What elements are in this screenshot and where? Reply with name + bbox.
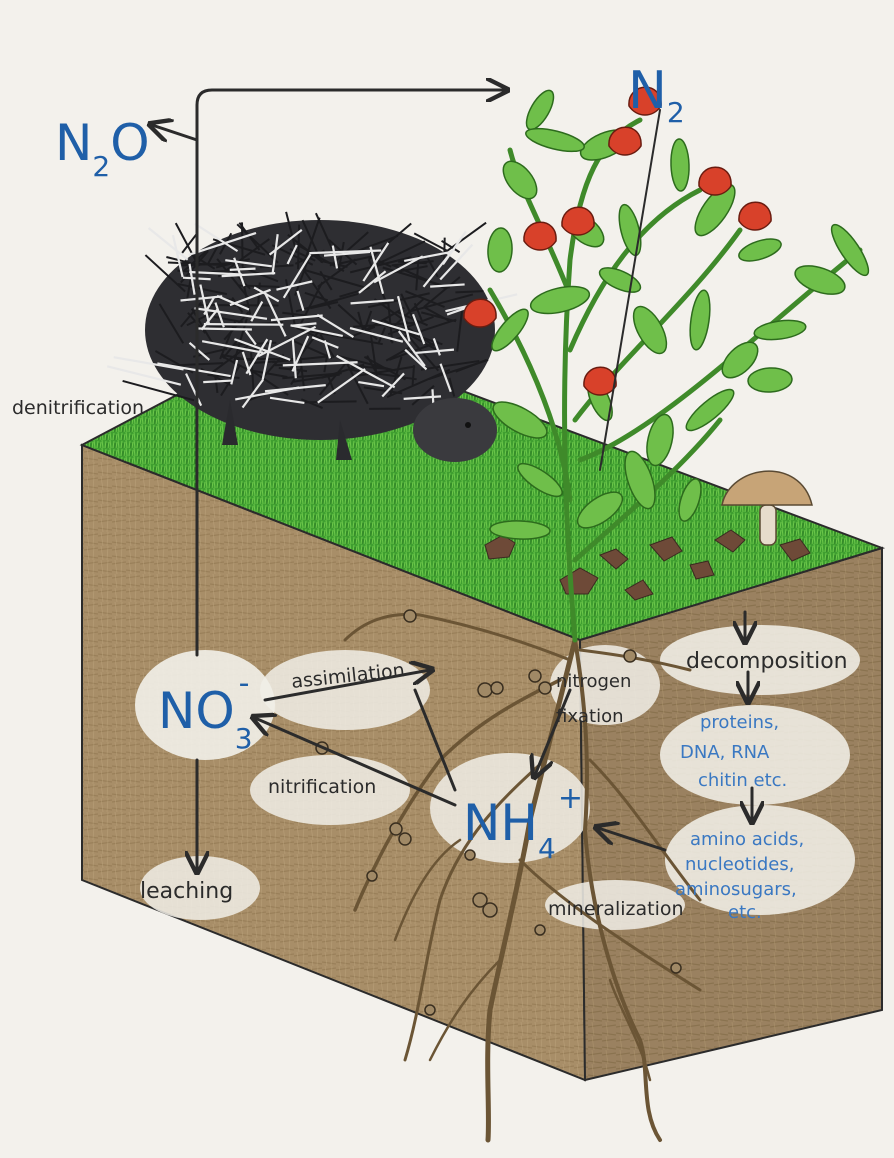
leaf bbox=[736, 235, 783, 266]
leaf bbox=[487, 227, 513, 272]
leaf bbox=[747, 367, 792, 393]
flower bbox=[524, 222, 556, 250]
quill bbox=[203, 381, 232, 383]
no3-base: NO bbox=[158, 682, 235, 740]
no3-superscript: - bbox=[239, 666, 250, 701]
quill bbox=[432, 389, 433, 404]
label-nitrification: nitrification bbox=[268, 776, 376, 798]
nh4-superscript: + bbox=[558, 781, 583, 816]
breakdown-line: etc. bbox=[728, 902, 762, 923]
quill bbox=[204, 324, 283, 325]
breakdown-line: aminosugars, bbox=[675, 879, 797, 900]
leaf bbox=[670, 139, 690, 192]
label-leaching: leaching bbox=[140, 879, 233, 904]
quill bbox=[242, 222, 243, 266]
label-nitrogen-fixation-line2: fixation bbox=[556, 706, 624, 727]
quill bbox=[198, 328, 252, 329]
organic-matter-line: proteins, bbox=[700, 712, 779, 733]
quill bbox=[443, 231, 466, 264]
n2o-formula: N2O bbox=[55, 114, 150, 183]
flower bbox=[609, 127, 641, 155]
leaf bbox=[596, 263, 644, 297]
leaf bbox=[753, 317, 807, 342]
label-denitrification: denitrification bbox=[12, 397, 144, 419]
flower bbox=[584, 367, 616, 395]
flower bbox=[562, 207, 594, 235]
n2o-tail: O bbox=[110, 114, 149, 172]
label-cloud bbox=[260, 650, 430, 730]
n2-base: N bbox=[628, 61, 667, 121]
flower bbox=[699, 167, 731, 195]
quill bbox=[230, 269, 256, 270]
nh4-subscript: 4 bbox=[538, 832, 556, 865]
organic-matter-line: chitin etc. bbox=[698, 770, 787, 791]
leaf bbox=[497, 155, 543, 204]
n2-formula: N2 bbox=[628, 61, 685, 129]
breakdown-line: amino acids, bbox=[690, 829, 804, 850]
label-decomposition: decomposition bbox=[686, 649, 848, 674]
n2o-base: N bbox=[55, 114, 92, 172]
arrow-to-n2o bbox=[152, 125, 197, 140]
quill bbox=[441, 223, 486, 256]
leaf bbox=[528, 282, 592, 319]
leaf bbox=[687, 289, 713, 351]
label-mineralization: mineralization bbox=[548, 898, 684, 920]
leaf bbox=[524, 124, 587, 156]
n2-subscript: 2 bbox=[667, 96, 685, 129]
quill bbox=[300, 401, 357, 402]
arrow-n2-fixation-line bbox=[600, 110, 660, 470]
leaf bbox=[521, 86, 559, 133]
flower bbox=[464, 299, 496, 327]
label-nitrogen-fixation-line1: nitrogen bbox=[556, 671, 631, 692]
breakdown-line: nucleotides, bbox=[685, 854, 794, 875]
nh4-base: NH bbox=[463, 794, 538, 852]
flower bbox=[739, 202, 771, 230]
organic-matter-line: DNA, RNA bbox=[680, 742, 770, 763]
n2o-subscript: 2 bbox=[92, 150, 110, 183]
no3-subscript: 3 bbox=[235, 722, 253, 755]
quill bbox=[455, 291, 483, 292]
